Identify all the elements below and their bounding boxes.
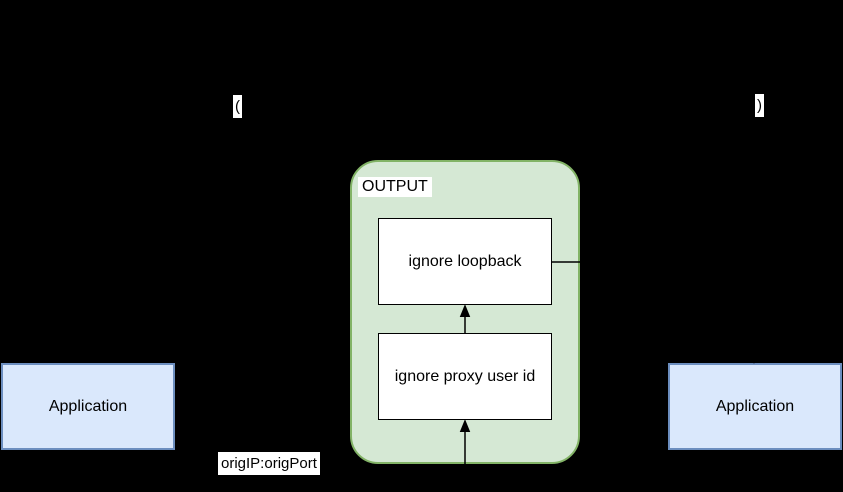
application-box-right: Application	[668, 363, 842, 450]
output-chain-label: OUTPUT	[358, 177, 432, 197]
rule-box-ignore-proxy-user-id: ignore proxy user id	[378, 333, 552, 420]
rule-ignore-loopback-label: ignore loopback	[408, 252, 522, 270]
application-left-label: Application	[48, 397, 128, 415]
rule-box-ignore-loopback: ignore loopback	[378, 218, 552, 305]
arrow-loopback-to-application-right	[552, 261, 760, 364]
application-right-label: Application	[715, 397, 795, 415]
orig-address-label: origIP:origPort	[218, 452, 320, 475]
paren-open-label: (	[233, 95, 242, 118]
application-box-left: Application	[1, 363, 175, 450]
rule-ignore-proxy-user-id-label: ignore proxy user id	[394, 367, 536, 385]
paren-close-label: )	[755, 94, 764, 117]
